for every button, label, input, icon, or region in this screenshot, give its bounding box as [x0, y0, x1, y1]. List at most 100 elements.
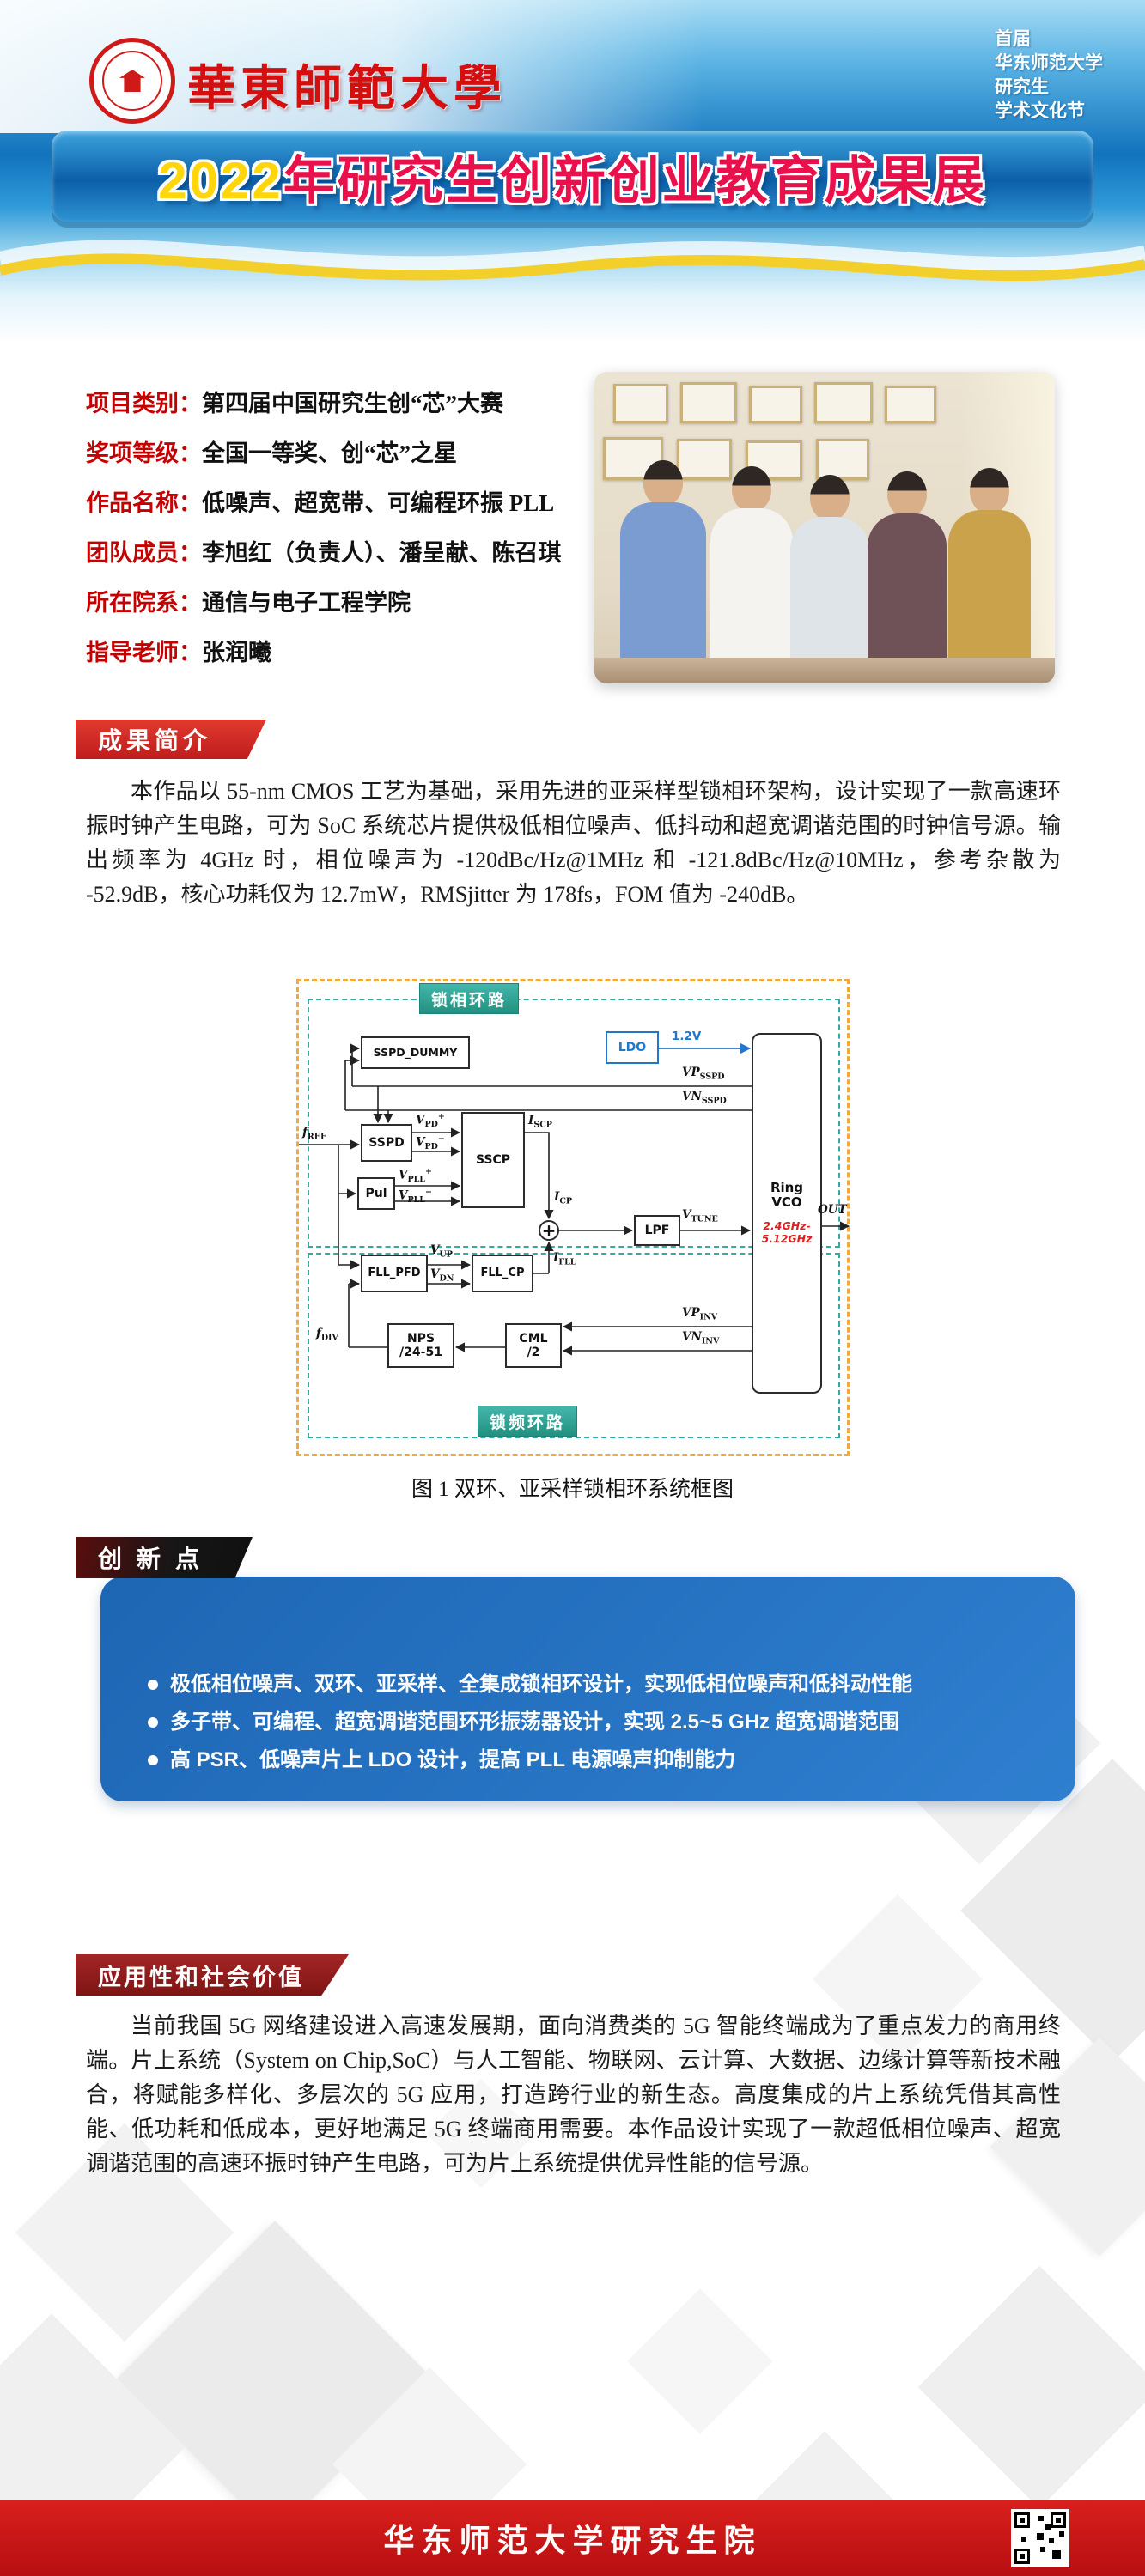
main-title-banner: 2022年研究生创新创业教育成果展 — [52, 131, 1093, 222]
info-label: 奖项等级： — [86, 440, 202, 466]
innovation-box: 极低相位噪声、双环、亚采样、全集成锁相环设计，实现低相位噪声和低抖动性能 多子带… — [100, 1577, 1075, 1801]
signal-vpd-minus: VPD− — [416, 1134, 445, 1152]
block-ring-vco: Ring VCO 2.4GHz- 5.12GHz — [752, 1033, 822, 1394]
info-value: 通信与电子工程学院 — [202, 589, 411, 616]
festival-line: 学术文化节 — [995, 101, 1085, 121]
signal-vn-inv: VNINV — [682, 1330, 720, 1346]
seal-ring — [102, 51, 162, 111]
block-nps-line1: NPS — [406, 1331, 435, 1346]
pll-block-diagram: 锁相环路 锁频环路 SSPD_DUMMY LDO Ring VCO 2.4GHz… — [296, 979, 850, 1456]
bullet-dot-icon — [148, 1755, 158, 1765]
festival-line: 研究生 — [995, 77, 1049, 97]
person-body — [710, 508, 793, 661]
person-head — [643, 460, 683, 507]
info-label: 团队成员： — [86, 539, 202, 566]
vco-range-line1: 2.4GHz- — [763, 1218, 811, 1232]
deco-tile — [627, 2288, 773, 2434]
info-value: 低噪声、超宽带、可编程环振 PLL — [202, 489, 555, 516]
signal-fdiv: fDIV — [316, 1327, 338, 1343]
section-title: 应用性和社会价值 — [98, 1964, 304, 1990]
section-header-intro: 成果简介 — [76, 720, 266, 759]
innovation-list: 极低相位噪声、双环、亚采样、全集成锁相环设计，实现低相位噪声和低抖动性能 多子带… — [148, 1666, 1041, 1779]
section-title: 成果简介 — [98, 728, 212, 755]
university-name: 華東師範大學 — [187, 63, 507, 116]
project-info-list: 项目类别：第四届中国研究生创“芯”大赛 奖项等级：全国一等奖、创“芯”之星 作品… — [86, 376, 567, 675]
title-text: 年研究生创新创业教育成果展 — [283, 151, 987, 210]
signal-iscp: ISCP — [528, 1114, 552, 1130]
info-value: 全国一等奖、创“芯”之星 — [202, 440, 457, 466]
person-head — [970, 468, 1009, 514]
main-title: 2022年研究生创新创业教育成果展 — [158, 139, 986, 214]
block-lpf: LPF — [634, 1215, 680, 1246]
signal-vtune: VTUNE — [682, 1208, 718, 1224]
bullet-dot-icon — [148, 1680, 158, 1690]
block-nps-line2: /24-51 — [399, 1346, 442, 1359]
application-paragraph: 当前我国 5G 网络建设进入高速发展期，面向消费类的 5G 智能终端成为了重点发… — [86, 2014, 1061, 2176]
innovation-item: 多子带、可编程、超宽调谐范围环形振荡器设计，实现 2.5~5 GHz 超宽调谐范… — [148, 1704, 1041, 1741]
block-nps-divider: NPS /24-51 — [387, 1323, 454, 1368]
university-seal — [89, 38, 175, 124]
person-silhouette — [868, 471, 947, 661]
section-title: 创 新 点 — [98, 1546, 204, 1573]
info-label: 作品名称： — [86, 489, 202, 516]
innovation-item-text: 极低相位噪声、双环、亚采样、全集成锁相环设计，实现低相位噪声和低抖动性能 — [170, 1673, 912, 1696]
info-value: 李旭红（负责人）、潘呈献、陈召琪 — [202, 539, 562, 566]
signal-vpll-minus: VPLL− — [399, 1188, 432, 1206]
info-row-category: 项目类别：第四届中国研究生创“芯”大赛 — [86, 376, 567, 426]
festival-line: 首届 — [995, 29, 1031, 49]
person-silhouette — [620, 460, 706, 661]
pll-loop-region — [308, 999, 840, 1248]
header-banner: 華東師範大學 首届 华东师范大学 研究生 学术文化节 2022年研究生创新创业教… — [0, 0, 1145, 343]
signal-vup: VUP — [430, 1243, 453, 1260]
footer-bar: 华东师范大学研究生院 — [0, 2500, 1145, 2576]
innovation-item-text: 多子带、可编程、超宽调谐范围环形振荡器设计，实现 2.5~5 GHz 超宽调谐范… — [170, 1710, 899, 1734]
intro-paragraph: 本作品以 55-nm CMOS 工艺为基础，采用先进的亚采样型锁相环架构，设计实… — [86, 779, 1061, 907]
figure-caption: 图 1 双环、亚采样锁相环系统框图 — [411, 1478, 734, 1501]
title-year: 2022 — [158, 151, 283, 210]
person-silhouette — [710, 466, 793, 661]
photo-frame — [680, 382, 737, 423]
signal-vp-sspd: VPSSPD — [682, 1066, 725, 1082]
section-header-innovation: 创 新 点 — [76, 1537, 253, 1578]
photo-frame — [749, 386, 802, 423]
block-ldo: LDO — [606, 1031, 659, 1064]
info-value: 张润曦 — [202, 639, 271, 665]
person-body — [620, 502, 706, 661]
block-summing-node: + — [539, 1220, 559, 1241]
block-sspd: SSPD — [361, 1124, 412, 1162]
person-silhouette — [790, 475, 869, 661]
festival-label: 首届 华东师范大学 研究生 学术文化节 — [995, 27, 1103, 124]
person-body — [868, 513, 947, 661]
deco-tile — [917, 2265, 1145, 2509]
photo-floor — [594, 658, 1055, 683]
photo-frame — [677, 439, 732, 480]
photo-frame — [885, 386, 936, 423]
signal-vp-inv: VPINV — [682, 1306, 718, 1322]
seal-building-icon — [119, 70, 145, 92]
block-cml-line2: /2 — [527, 1346, 540, 1359]
signal-vpll-plus: VPLL+ — [399, 1167, 432, 1185]
team-photo — [594, 372, 1055, 683]
info-value: 第四届中国研究生创“芯”大赛 — [202, 390, 503, 416]
person-head — [887, 471, 927, 518]
info-row-award: 奖项等级：全国一等奖、创“芯”之星 — [86, 426, 567, 476]
person-head — [810, 475, 850, 521]
signal-fref: fREF — [302, 1126, 326, 1142]
person-body — [948, 510, 1031, 661]
signal-out: OUT — [818, 1203, 847, 1217]
festival-line: 华东师范大学 — [995, 53, 1103, 73]
diagram-wires — [299, 1042, 850, 1356]
innovation-item: 极低相位噪声、双环、亚采样、全集成锁相环设计，实现低相位噪声和低抖动性能 — [148, 1666, 1041, 1704]
innovation-item-text: 高 PSR、低噪声片上 LDO 设计，提高 PLL 电源噪声抑制能力 — [170, 1748, 736, 1771]
block-sspd-dummy: SSPD_DUMMY — [361, 1036, 470, 1069]
fll-loop-label: 锁频环路 — [478, 1406, 577, 1437]
info-row-department: 所在院系：通信与电子工程学院 — [86, 575, 567, 625]
photo-frame — [613, 384, 668, 423]
bullet-dot-icon — [148, 1717, 158, 1728]
photo-frame — [814, 382, 873, 423]
signal-ldo-1v2: 1.2V — [672, 1030, 702, 1043]
vco-tuning-range: 2.4GHz- 5.12GHz — [762, 1219, 813, 1246]
qr-code — [1011, 2509, 1069, 2567]
vco-range-line2: 5.12GHz — [761, 1232, 813, 1246]
signal-vdn: VDN — [430, 1267, 454, 1284]
